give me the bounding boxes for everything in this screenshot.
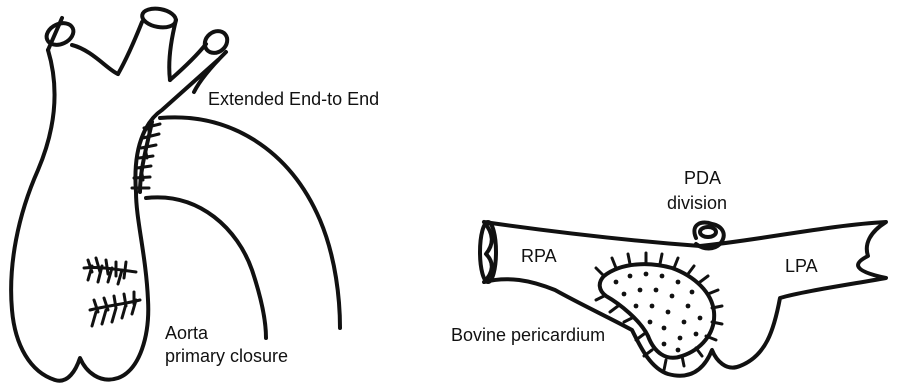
label-lpa: LPA (785, 256, 818, 276)
primary-closure-sutures-lower (90, 292, 140, 326)
descending-aorta-outer (160, 117, 340, 328)
carotid-opening (141, 6, 178, 30)
arch-crotch-left (72, 45, 118, 74)
descending-aorta-inner (146, 197, 266, 338)
label-extended-end-to-end: Extended End-to End (208, 89, 379, 109)
label-rpa: RPA (521, 246, 557, 266)
primary-closure-sutures-upper (84, 258, 136, 284)
label-bovine-pericardium: Bovine pericardium (451, 325, 605, 345)
bovine-pericardium-patch (600, 264, 714, 358)
label-pda: PDA (684, 168, 721, 188)
label-primary-closure: primary closure (165, 346, 288, 366)
label-division: division (667, 193, 727, 213)
label-aorta: Aorta (165, 323, 209, 343)
pda-stump-top (700, 227, 716, 237)
